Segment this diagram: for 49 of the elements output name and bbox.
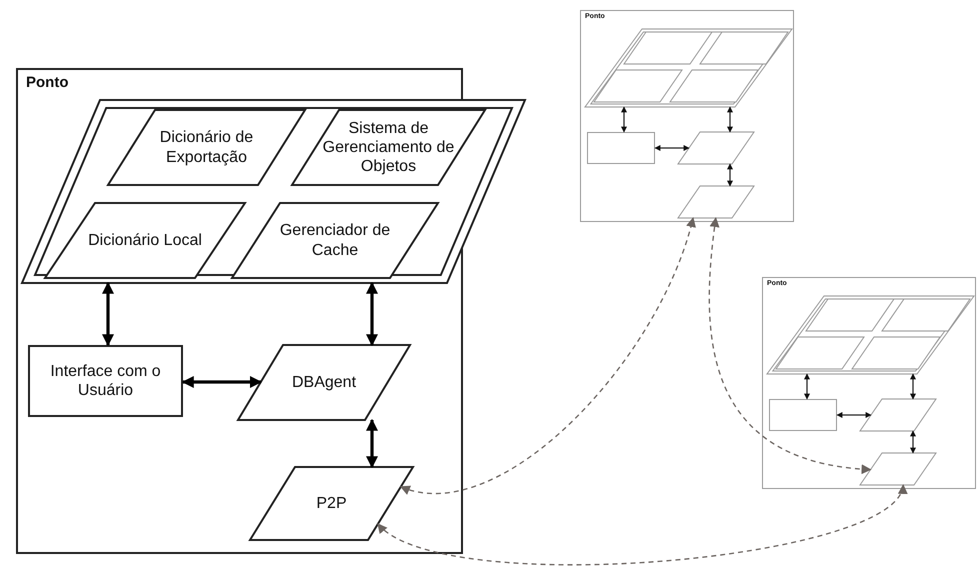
dashed-arrow: [400, 217, 696, 494]
process-box: [769, 399, 837, 431]
parallelogram-shape: [250, 467, 413, 540]
parallelogram-shape: [292, 110, 485, 185]
node-label: Gerenciador de Cache: [278, 221, 392, 260]
process-box: [587, 132, 655, 164]
parallelogram-frame: [767, 296, 974, 374]
parallelogram-shape: [882, 299, 970, 331]
node-label: DBAgent: [292, 372, 356, 392]
parallelogram-shape: [624, 32, 712, 64]
parallelogram-shape: [700, 32, 788, 64]
peer-frame: [762, 277, 976, 489]
parallelogram-shape: [238, 345, 410, 420]
parallelogram-shape: [852, 337, 940, 369]
node-label: Dicionário Local: [88, 230, 202, 250]
arrow: [366, 282, 378, 346]
arrow: [182, 376, 262, 388]
node-label: Sistema de Gerenciamento de Objetos: [322, 118, 456, 176]
peer-frame: [580, 10, 794, 222]
arrow: [102, 282, 114, 346]
node-label: Dicionário de Exportação: [158, 128, 254, 167]
parallelogram-frame: [22, 100, 525, 283]
parallelogram-shape: [860, 399, 936, 431]
arrow: [654, 145, 690, 151]
dashed-arrow: [708, 217, 872, 474]
arrow: [727, 163, 733, 187]
parallelogram-shape: [806, 299, 894, 331]
parallelogram-shape: [232, 203, 438, 278]
parallelogram-shape: [45, 203, 245, 278]
parallelogram-shape: [776, 337, 864, 369]
parallelogram-shape: [108, 110, 305, 185]
arrow: [366, 418, 378, 468]
peer-title: Ponto: [26, 74, 68, 91]
arrow: [804, 373, 810, 400]
process-box: [28, 345, 183, 417]
arrow: [910, 373, 916, 400]
node-label: P2P: [316, 494, 347, 514]
parallelogram-shape: [670, 70, 758, 102]
parallelogram-shape: [678, 132, 754, 164]
parallelogram-shape: [860, 453, 936, 485]
arrow: [910, 430, 916, 454]
arrow: [836, 412, 872, 418]
arrow: [727, 106, 733, 133]
parallelogram-shape: [678, 186, 754, 218]
parallelogram-shape: [594, 70, 682, 102]
arrow: [621, 106, 627, 133]
peer-frame: [16, 68, 463, 554]
node-label: Interface com o Usuário: [49, 362, 162, 400]
parallelogram-frame: [585, 29, 792, 107]
